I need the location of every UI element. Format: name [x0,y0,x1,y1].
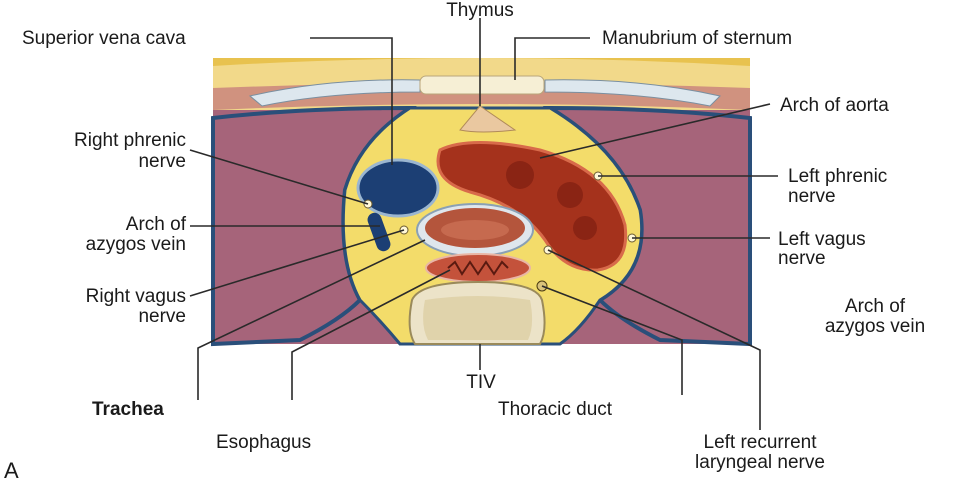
label-left-vagus-2: nerve [778,248,826,269]
label-thoracic-duct: Thoracic duct [498,399,613,420]
esophagus-folds [447,260,509,276]
label-esophagus: Esophagus [216,432,312,453]
label-arch-of-aorta: Arch of aorta [780,95,889,116]
label-arch-azygos-left-1: Arch of [125,214,186,235]
label-tiv: TIV [466,372,496,393]
leader-lines [189,18,778,430]
label-right-phrenic-2: nerve [138,151,186,172]
azygos-shape [367,212,391,252]
figure-letter: A [4,458,19,483]
svc-shape [356,158,440,218]
label-arch-azygos-right-1: Arch of [844,296,906,317]
trachea-inner [441,220,509,240]
skin-surface [213,58,750,66]
label-left-recurrent-1: Left recurrent [703,432,817,453]
label-arch-azygos-left-2: azygos vein [85,234,186,255]
label-left-phrenic-2: nerve [788,186,836,207]
vertebra-texture [423,296,533,340]
aorta-detail-1 [506,161,534,189]
label-left-phrenic-1: Left phrenic [788,166,888,187]
esophagus-shape [425,253,531,283]
label-left-recurrent-2: laryngeal nerve [695,452,825,473]
costal-cartilage-left [544,79,721,107]
aorta-detail-3 [573,216,597,240]
label-left-vagus-1: Left vagus [778,229,866,250]
thymus-shape [459,105,517,133]
label-right-vagus-2: nerve [138,306,186,327]
aorta-detail-2 [557,182,583,208]
label-manubrium: Manubrium of sternum [602,28,793,49]
label-superior-vena-cava: Superior vena cava [22,28,186,49]
label-trachea: Trachea [92,399,164,420]
manubrium-shape [419,75,545,95]
label-right-phrenic-1: Right phrenic [74,130,186,151]
label-right-vagus-1: Right vagus [85,286,186,307]
label-arch-azygos-right-2: azygos vein [824,316,926,337]
label-thymus: Thymus [446,0,514,21]
